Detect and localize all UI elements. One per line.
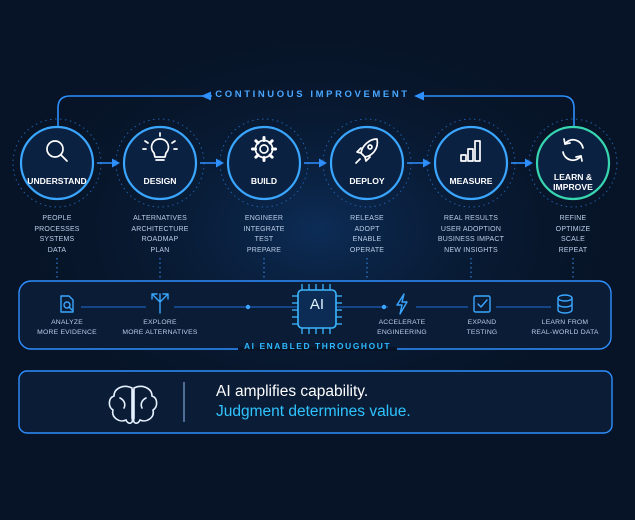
stage-item: ADOPT	[354, 225, 380, 233]
summary-subline: Judgment determines value.	[216, 403, 411, 420]
stage-arrow	[407, 158, 431, 168]
stage-item-list: REAL RESULTS USER ADOPTION BUSINESS IMPACT…	[426, 214, 516, 256]
stage-item-list: ALTERNATIVES ARCHITECTURE ROADMAP PLAN	[115, 214, 205, 256]
stage-item: SCALE	[561, 236, 585, 243]
stage-item-list: ENGINEER INTEGRATE TEST PREPARE	[219, 214, 309, 256]
stage-arrow	[97, 158, 120, 168]
stage-label: LEARN & IMPROVE	[553, 172, 593, 192]
stage-label: DEPLOY	[349, 176, 385, 186]
stage-circle	[528, 118, 618, 208]
stage-item: BUSINESS IMPACT	[437, 236, 505, 243]
stage-item: USER ADOPTION	[440, 225, 502, 233]
stage-item: PROCESSES	[34, 225, 80, 233]
bar-chart-icon	[460, 140, 481, 162]
stage-item: DATA	[47, 246, 67, 254]
band-node	[381, 304, 387, 310]
stage-item: ROADMAP	[141, 236, 179, 243]
stage-arrow	[511, 158, 533, 168]
ai-tool-label: EXPAND TESTING	[432, 318, 532, 337]
stage-item-list: PEOPLE PROCESSES SYSTEMS DATA	[12, 214, 102, 256]
stage-arrow	[200, 158, 224, 168]
stage-item: REPEAT	[558, 246, 588, 254]
checkbox-icon	[468, 294, 496, 320]
ai-tool-label-line: MORE EVIDENCE	[37, 328, 97, 336]
stage-item: TEST	[254, 236, 274, 243]
stage-item: OPERATE	[349, 246, 385, 254]
ai-tool-label: ANALYZE MORE EVIDENCE	[17, 318, 117, 337]
gear-icon	[251, 136, 277, 162]
stage-item: ALTERNATIVES	[133, 215, 187, 222]
summary-box	[18, 370, 613, 434]
stage-item: REFINE	[559, 215, 587, 222]
ai-tool-label: ACCELERATE ENGINEERING	[352, 318, 452, 337]
stage-item: ENGINEER	[244, 215, 284, 222]
refresh-icon	[562, 138, 584, 162]
rocket-icon	[355, 138, 379, 164]
continuous-improvement-label: CONTINUOUS IMPROVEMENT	[215, 89, 410, 100]
ai-tool-label-line: ACCELERATE	[378, 319, 426, 326]
stage-item: SYSTEMS	[39, 236, 75, 243]
database-icon	[551, 294, 579, 320]
stage-item: OPTIMIZE	[555, 225, 591, 233]
summary-headline: AI amplifies capability.	[216, 383, 369, 400]
ai-chip-icon	[292, 284, 342, 334]
ai-tool-label: EXPLORE MORE ALTERNATIVES	[110, 318, 210, 337]
stage-item: RELEASE	[350, 215, 384, 222]
band-node	[245, 304, 251, 310]
stage-arrow	[304, 158, 327, 168]
ai-tool-label: LEARN FROM REAL-WORLD DATA	[515, 318, 615, 337]
ai-tool-label-line: MORE ALTERNATIVES	[122, 328, 198, 336]
stage-label: BUILD	[250, 176, 278, 186]
improvement-loop-arrow	[57, 91, 575, 130]
lightbulb-icon	[142, 132, 178, 161]
ai-tool-label-line: EXPAND	[467, 319, 497, 326]
ai-tool-label-line: ANALYZE	[51, 319, 83, 326]
stage-item: REAL RESULTS	[443, 215, 499, 222]
stage-item: NEW INSIGHTS	[444, 246, 498, 254]
brain-icon	[108, 385, 158, 424]
ai-tool-label-line: EXPLORE	[143, 319, 177, 326]
document-search-icon	[53, 294, 81, 320]
lightning-icon	[388, 293, 416, 320]
ai-tool-label-line: TESTING	[466, 328, 498, 336]
ai-enabled-throughout-label: AI ENABLED THROUGHOUT	[243, 341, 392, 351]
stage-label: UNDERSTAND	[27, 176, 87, 186]
stage-item: PEOPLE	[42, 215, 72, 222]
stage-label: MEASURE	[449, 176, 493, 186]
ai-tool-label-line: REAL-WORLD DATA	[531, 328, 599, 336]
stage-item-list: REFINE OPTIMIZE SCALE REPEAT	[528, 214, 618, 256]
stage-label: DESIGN	[143, 176, 177, 186]
ai-tool-label-line: ENGINEERING	[377, 328, 427, 336]
stage-item: PLAN	[150, 246, 170, 254]
stage-item: PREPARE	[246, 246, 282, 254]
stage-item: INTEGRATE	[243, 225, 285, 233]
ai-tool-label-line: LEARN FROM	[541, 319, 589, 326]
stage-item: ENABLE	[352, 236, 382, 243]
ai-chip-label: AI	[309, 296, 325, 313]
stage-item: ARCHITECTURE	[131, 225, 189, 233]
branch-arrows-icon	[146, 293, 174, 320]
stage-item-list: RELEASE ADOPT ENABLE OPERATE	[322, 214, 412, 256]
magnifier-icon	[46, 140, 68, 162]
